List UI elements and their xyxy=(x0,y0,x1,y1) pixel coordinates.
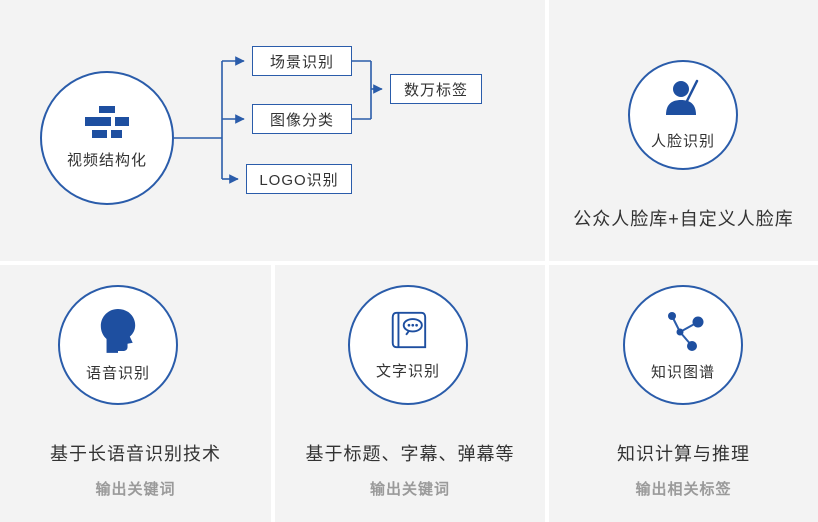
flow-connectors xyxy=(174,56,383,184)
knowledge-graph-label: 知识图谱 xyxy=(650,364,715,381)
video-structuring-circle: 视频结构化 xyxy=(40,71,174,205)
face-recognition-label: 人脸识别 xyxy=(650,133,715,150)
text-recognition-label: 文字识别 xyxy=(375,363,440,380)
flow-box-logo-recognition: LOGO识别 xyxy=(246,164,352,194)
knowledge-graph-circle: 知识图谱 xyxy=(623,285,743,405)
flow-box-tags-result: 数万标签 xyxy=(390,74,482,104)
graph-caption: 知识计算与推理 xyxy=(617,444,750,464)
video-frames-icon xyxy=(85,106,129,138)
graph-sub-caption: 输出相关标签 xyxy=(635,481,732,498)
person-face-icon xyxy=(666,79,699,115)
speech-recognition-circle: 语音识别 xyxy=(58,285,178,405)
ocr-caption: 基于标题、字幕、弹幕等 xyxy=(305,444,515,464)
video-structuring-label: 视频结构化 xyxy=(66,152,147,169)
speech-sub-caption: 输出关键词 xyxy=(95,481,176,498)
speech-caption: 基于长语音识别技术 xyxy=(50,444,221,464)
speech-head-icon xyxy=(100,309,136,353)
knowledge-graph-icon xyxy=(668,312,704,351)
speech-recognition-label: 语音识别 xyxy=(85,365,150,382)
scroll-text-icon xyxy=(391,311,427,349)
panel-video-structuring: 视频结构化 场景识别 图像分类 LOGO识别 数万标签 xyxy=(0,0,545,261)
ocr-sub-caption: 输出关键词 xyxy=(369,481,450,498)
text-recognition-circle: 文字识别 xyxy=(348,285,468,405)
flow-box-scene-recognition: 场景识别 xyxy=(252,46,352,76)
face-recognition-circle: 人脸识别 xyxy=(628,60,738,170)
flow-box-image-classification: 图像分类 xyxy=(252,104,352,134)
